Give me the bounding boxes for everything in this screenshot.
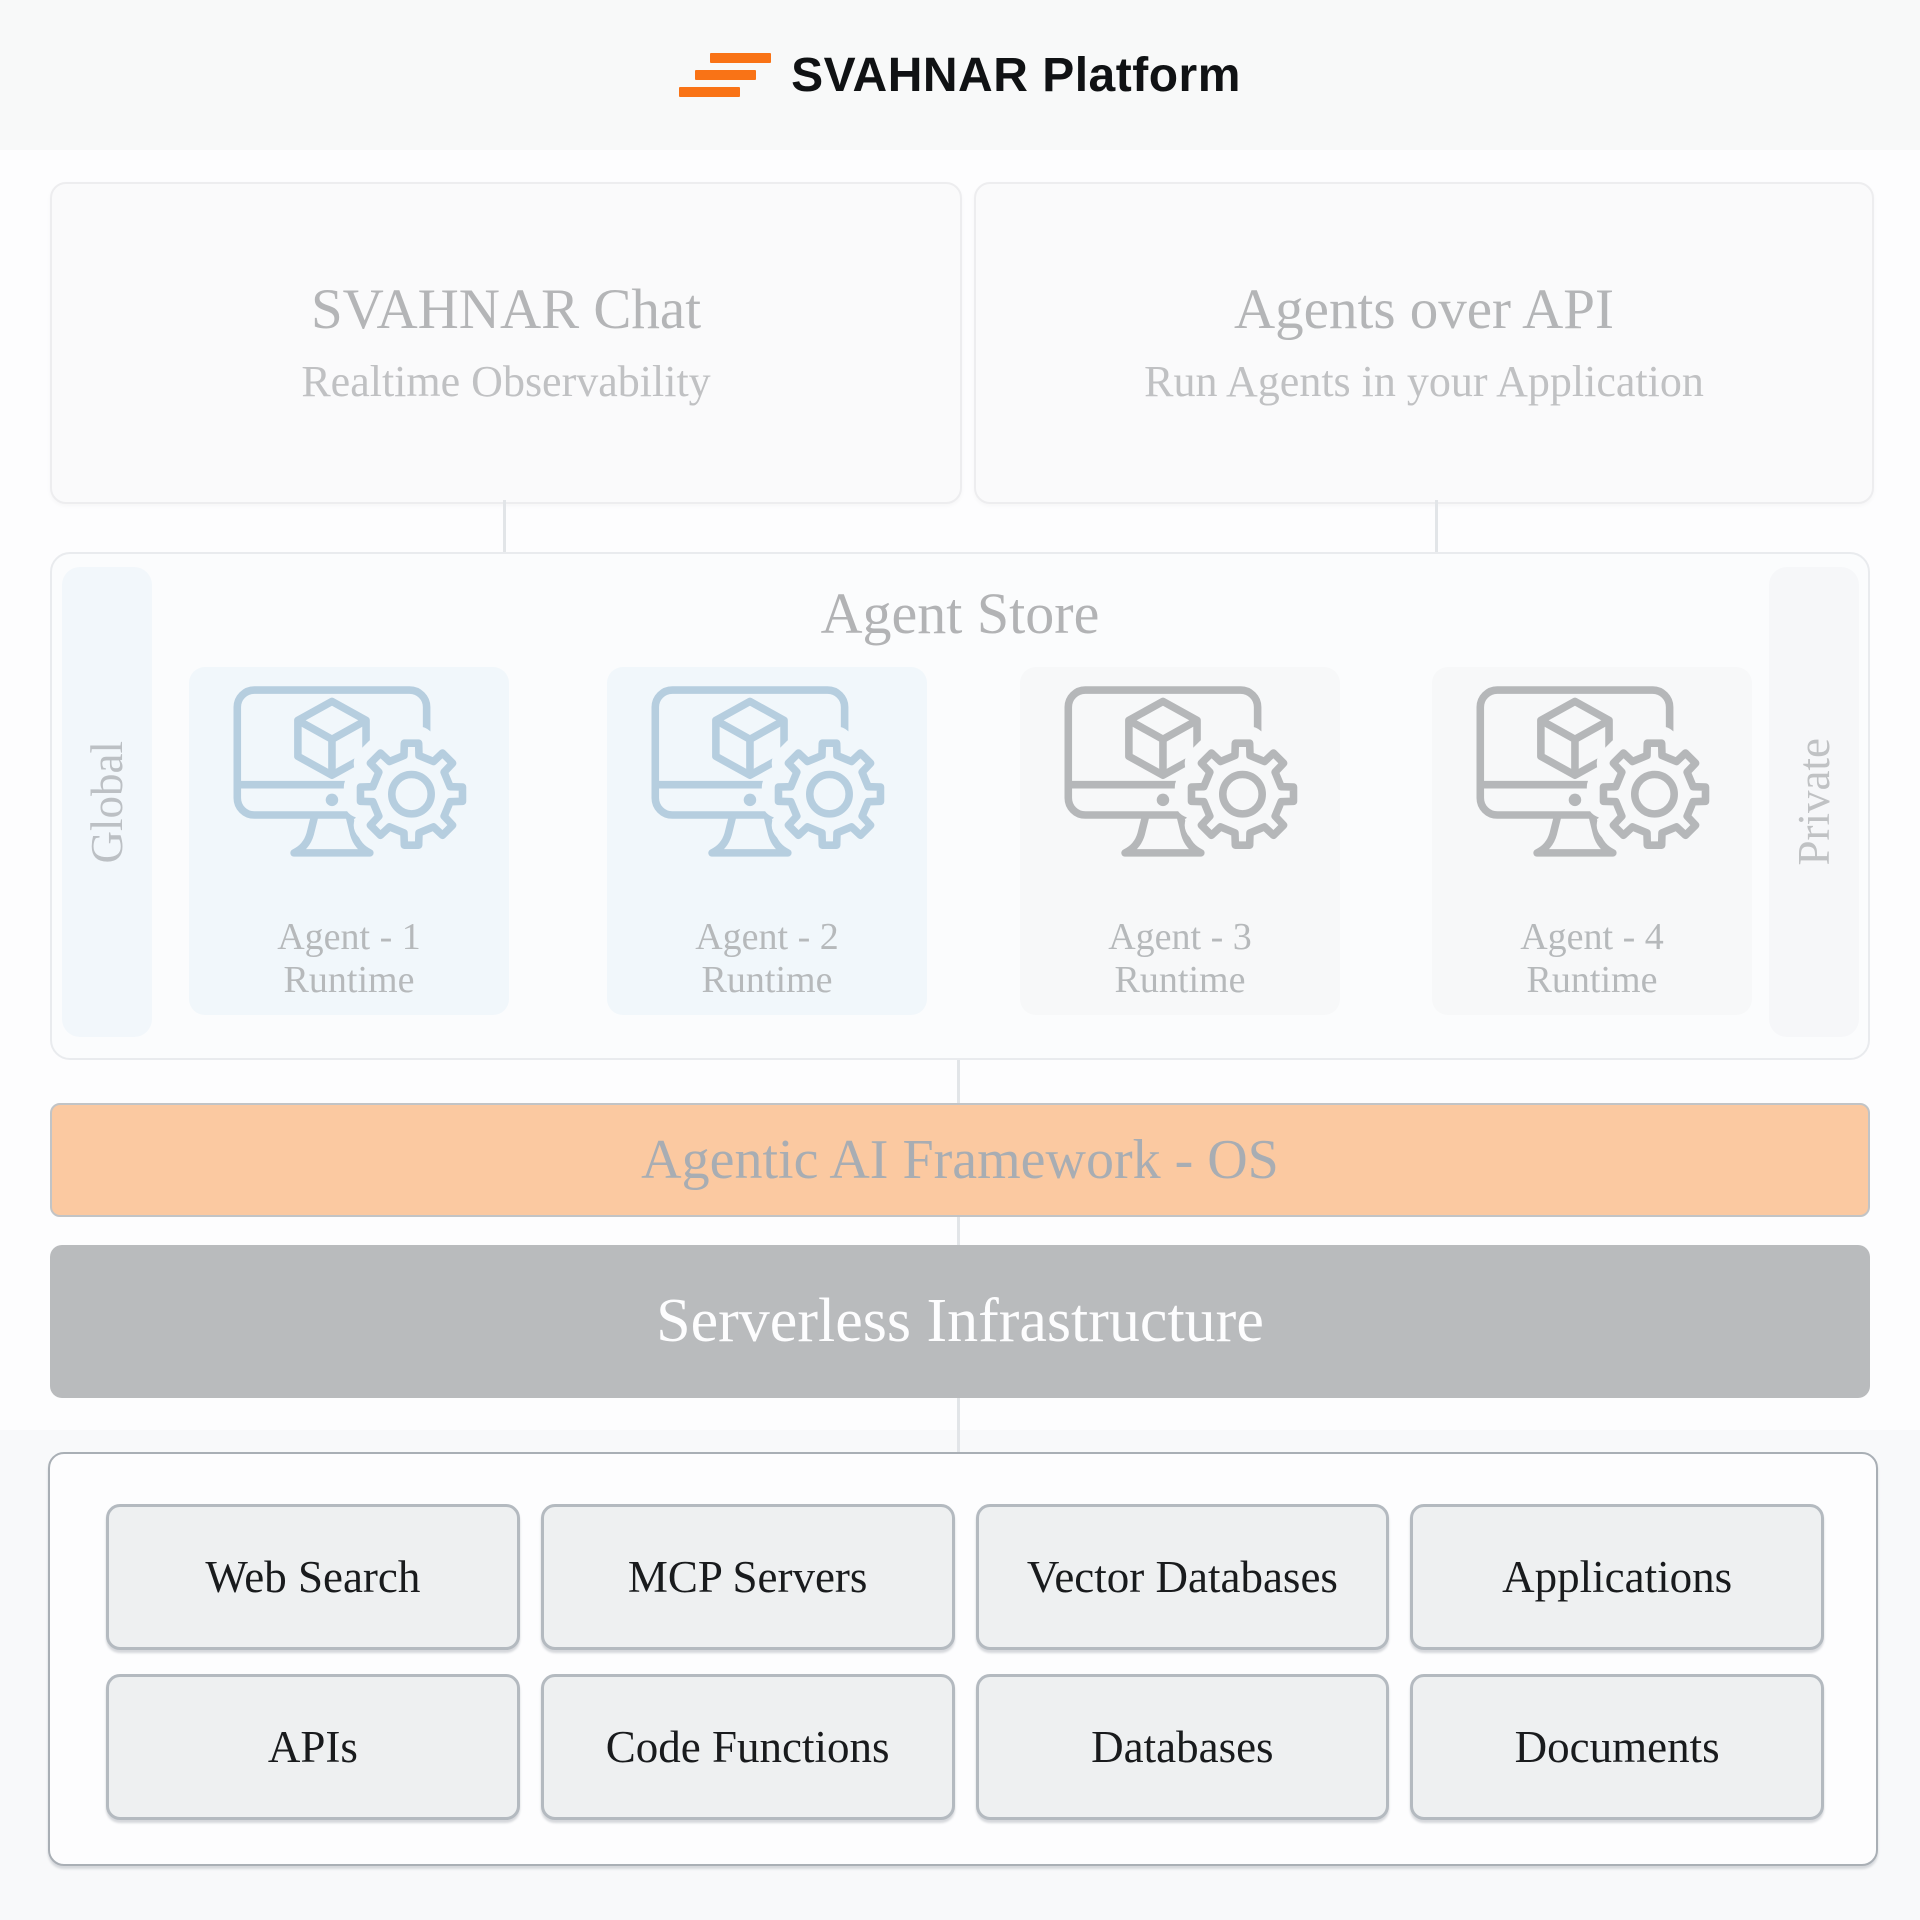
monitor-cube-gear-icon xyxy=(1055,673,1305,904)
agent-subtitle: Runtime xyxy=(1114,959,1246,1001)
page-title: SVAHNAR Platform xyxy=(791,48,1241,102)
connector-framework-to-infra xyxy=(957,1217,960,1245)
agent-card-1: Agent - 1 Runtime xyxy=(189,667,509,1015)
logo-bar xyxy=(679,87,741,97)
connector-infra-to-integrations xyxy=(957,1398,960,1452)
global-label: Global xyxy=(82,740,132,864)
serverless-infrastructure-label: Serverless Infrastructure xyxy=(656,1287,1264,1355)
tile-applications: Applications xyxy=(1410,1504,1824,1650)
monitor-cube-gear-icon xyxy=(642,673,892,904)
global-strip: Global xyxy=(62,567,152,1037)
svahnar-chat-subtitle: Realtime Observability xyxy=(301,357,711,406)
monitor-cube-gear-icon xyxy=(1467,673,1717,904)
connector-store-to-framework xyxy=(957,1060,960,1103)
connector-chat-to-store xyxy=(503,500,506,552)
header-band xyxy=(0,0,1920,150)
tile-vector-databases: Vector Databases xyxy=(975,1504,1390,1650)
stacked-bars-logo-icon xyxy=(679,53,772,97)
monitor-cube-gear-icon xyxy=(224,673,474,904)
agent-subtitle: Runtime xyxy=(283,959,415,1001)
agent-card-4: Agent - 4 Runtime xyxy=(1432,667,1752,1015)
tile-code-functions: Code Functions xyxy=(540,1674,955,1820)
private-label: Private xyxy=(1789,738,1839,866)
svahnar-chat-title: SVAHNAR Chat xyxy=(310,278,702,341)
agentic-framework-label: Agentic AI Framework - OS xyxy=(641,1129,1279,1191)
tile-mcp-servers: MCP Servers xyxy=(540,1504,955,1650)
svahnar-chat-panel: SVAHNAR Chat Realtime Observability xyxy=(50,182,962,504)
agent-subtitle: Runtime xyxy=(701,959,833,1001)
agent-store-panel: Agent Store Global Private Agent - 1 Run… xyxy=(50,552,1870,1060)
logo-bar xyxy=(695,70,757,80)
agent-name: Agent - 3 xyxy=(1108,916,1252,958)
tile-databases: Databases xyxy=(975,1674,1390,1820)
tile-documents: Documents xyxy=(1410,1674,1824,1820)
agent-name: Agent - 2 xyxy=(695,916,839,958)
agent-name: Agent - 4 xyxy=(1520,916,1664,958)
tile-apis: APIs xyxy=(106,1674,520,1820)
agent-subtitle: Runtime xyxy=(1526,959,1658,1001)
serverless-infrastructure-bar: Serverless Infrastructure xyxy=(50,1245,1870,1398)
agent-store-title: Agent Store xyxy=(820,581,1100,646)
agents-over-api-title: Agents over API xyxy=(1234,278,1614,341)
agent-card-2: Agent - 2 Runtime xyxy=(607,667,927,1015)
private-strip: Private xyxy=(1769,567,1859,1037)
header: SVAHNAR Platform xyxy=(0,0,1920,150)
agents-over-api-subtitle: Run Agents in your Application xyxy=(1144,357,1704,406)
agent-name: Agent - 1 xyxy=(277,916,421,958)
connector-api-to-store xyxy=(1435,500,1438,552)
logo-bar xyxy=(710,53,772,63)
agents-over-api-panel: Agents over API Run Agents in your Appli… xyxy=(974,182,1874,504)
tile-web-search: Web Search xyxy=(106,1504,520,1650)
integrations-panel: Web Search MCP Servers Vector Databases … xyxy=(48,1452,1878,1866)
agentic-framework-bar: Agentic AI Framework - OS xyxy=(50,1103,1870,1217)
agent-card-3: Agent - 3 Runtime xyxy=(1020,667,1340,1015)
